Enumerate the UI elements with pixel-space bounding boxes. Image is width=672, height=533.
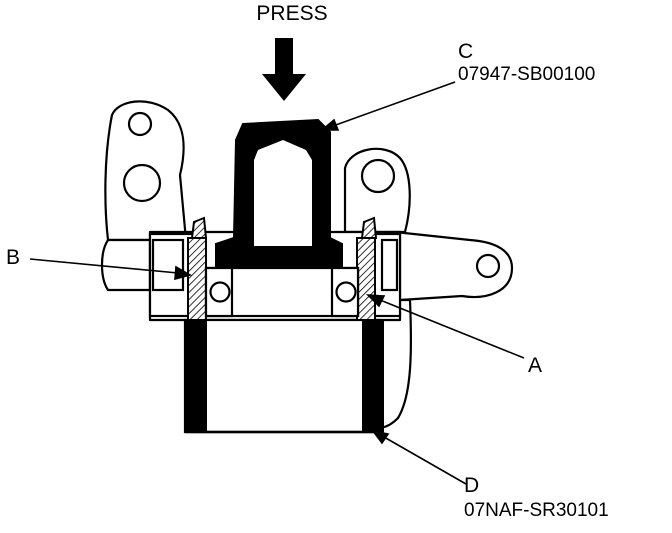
tool-d-interior — [183, 318, 382, 434]
knuckle-holes — [122, 111, 501, 279]
press-label: PRESS — [256, 2, 327, 25]
callout-b-letter: B — [6, 246, 20, 269]
tool-c-driver — [215, 118, 343, 269]
tool-c-bore — [254, 140, 312, 246]
hub-section-right — [356, 237, 376, 321]
tool-d-wall-right — [362, 320, 384, 432]
stud-left — [190, 216, 208, 239]
wheel-bearing — [204, 266, 360, 318]
leader-lines — [29, 81, 525, 485]
hub-sections — [187, 216, 378, 321]
knuckle-lower-lug-left — [100, 238, 152, 292]
tool-d-support — [183, 318, 384, 434]
callout-c-part-number: 07947-SB00100 — [458, 64, 595, 85]
hole-upper-left-large — [122, 163, 162, 203]
callout-a-letter: A — [528, 354, 542, 377]
press-arrow — [262, 38, 306, 101]
callout-d-part-number: 07NAF-SR30101 — [464, 500, 609, 521]
hole-upper-left-small — [127, 111, 153, 137]
hub-section-left — [187, 237, 207, 321]
bearing-ball-left — [209, 281, 231, 303]
bearing-ball-right — [335, 281, 357, 303]
hole-side-right — [475, 253, 501, 279]
tool-d-wall-left — [185, 320, 207, 432]
callout-c-letter: C — [458, 40, 473, 63]
callout-d-letter: D — [464, 474, 479, 497]
hole-upper-right — [360, 158, 396, 194]
stud-right — [360, 216, 378, 239]
knuckle-side-extension-right — [393, 230, 514, 302]
